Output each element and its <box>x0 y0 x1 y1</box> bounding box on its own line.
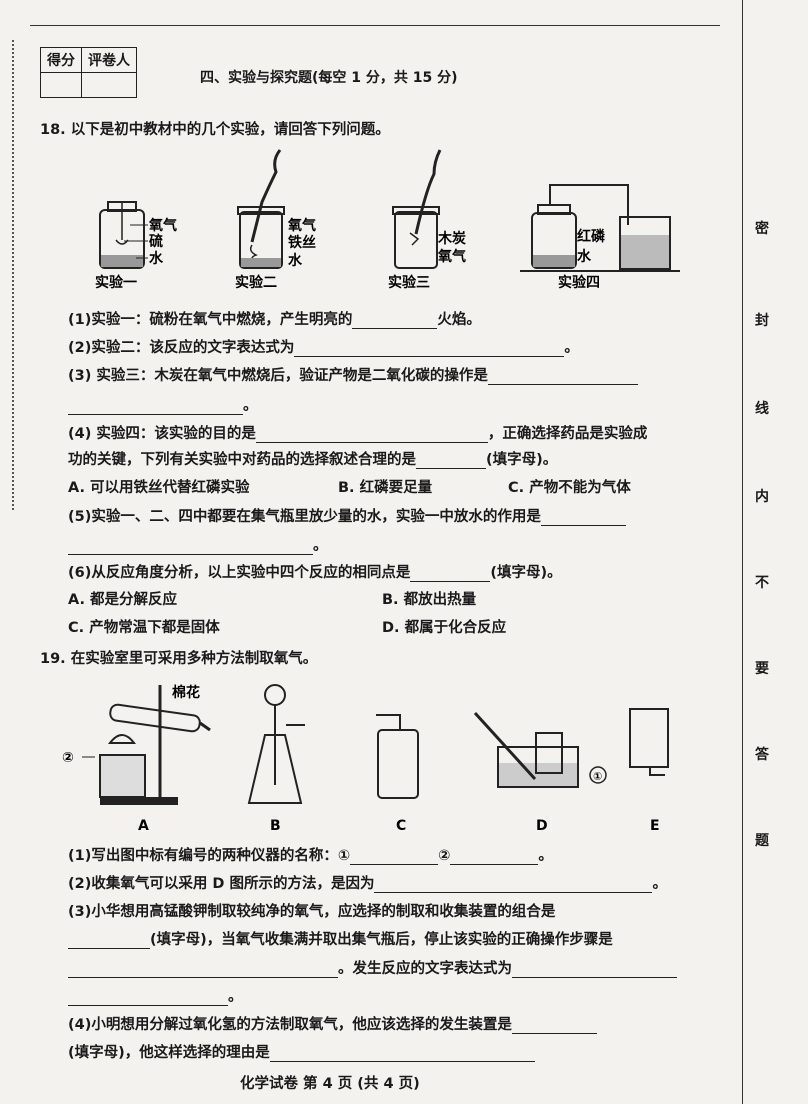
score-header: 得分 <box>40 47 82 73</box>
exp4-label-water: 水 <box>577 248 592 265</box>
seal-char-8: 题 <box>755 833 769 849</box>
q19-blank-4b[interactable] <box>269 1047 535 1062</box>
q19-blank-3b[interactable] <box>68 963 338 978</box>
q18-option-c: C. 产物不能为气体 <box>508 480 631 496</box>
exp1-label-water: 水 <box>149 250 164 267</box>
q19-p3-cont2: 。发生反应的文字表达式为 <box>68 957 677 978</box>
q19-blank-3d[interactable] <box>68 991 228 1006</box>
q18-figures: 氧气 硫 水 实验一 氧气 铁丝 水 实验二 木炭 氧气 实验三 <box>95 149 680 291</box>
grader-header: 评卷人 <box>81 47 137 73</box>
experiment-3-figure: 木炭 氧气 实验三 <box>388 149 466 291</box>
q18-blank-4a[interactable] <box>255 428 488 443</box>
seal-char-7: 答 <box>755 747 769 763</box>
q18-blank-2[interactable] <box>294 342 565 357</box>
mark-2: ② <box>62 750 74 766</box>
q18-stem: 18. 以下是初中教材中的几个实验，请回答下列问题。 <box>40 122 390 138</box>
q18-blank-1[interactable] <box>352 314 438 329</box>
section-title: 四、实验与探究题(每空 1 分，共 15 分) <box>200 70 458 86</box>
cotton-label: 棉花 <box>172 684 200 701</box>
caption-c: C <box>396 818 406 834</box>
q19-p3-cont1: (填字母)，当氧气收集满并取出集气瓶后，停止该实验的正确操作步骤是 <box>68 928 613 949</box>
mark-1: ① <box>593 770 602 783</box>
apparatus-d: ① D <box>473 711 607 834</box>
seal-column-rule <box>742 0 744 1104</box>
q19-p4: (4)小明想用分解过氧化氢的方法制取氧气，他应该选择的发生装置是 <box>68 1013 597 1034</box>
q18-p2: (2)实验二：该反应的文字表达式为。 <box>68 340 579 357</box>
q18-p4: (4) 实验四：该实验的目的是，正确选择药品是实验成 <box>68 426 648 443</box>
top-rule <box>30 25 720 26</box>
q19-blank-4a[interactable] <box>511 1019 597 1034</box>
caption-a: A <box>138 818 149 834</box>
binding-dotted-line <box>12 40 14 510</box>
score-cell[interactable] <box>40 72 82 98</box>
seal-char-4: 内 <box>755 489 769 505</box>
q19-blank-1a[interactable] <box>350 850 439 865</box>
caption-e: E <box>650 818 660 834</box>
seal-char-6: 要 <box>755 661 769 677</box>
experiment-4-figure: 红磷 水 实验四 <box>520 184 680 291</box>
q19-p2: (2)收集氧气可以采用 D 图所示的方法，是因为。 <box>68 876 667 893</box>
seal-char-2: 封 <box>755 313 769 329</box>
q19-blank-3a[interactable] <box>68 934 150 949</box>
exp1-caption: 实验一 <box>95 274 137 291</box>
q18-6-option-d: D. 都属于化合反应 <box>382 620 507 636</box>
exp4-label-phosphorus: 红磷 <box>577 228 606 245</box>
exp3-label-carbon: 木炭 <box>437 230 466 247</box>
exp2-caption: 实验二 <box>235 274 277 291</box>
q18-p5-cont: 。 <box>68 534 328 555</box>
q18-p6: (6)从反应角度分析，以上实验中四个反应的相同点是(填字母)。 <box>68 565 562 582</box>
experiment-1-figure: 氧气 硫 水 实验一 <box>95 201 177 291</box>
page-footer: 化学试卷 第 4 页 (共 4 页) <box>240 1076 420 1092</box>
q19-stem: 19. 在实验室里可采用多种方法制取氧气。 <box>40 651 318 667</box>
q19-p3: (3)小华想用高锰酸钾制取较纯净的氧气，应选择的制取和收集装置的组合是 <box>68 904 556 920</box>
exp4-caption: 实验四 <box>558 274 600 291</box>
score-table: 得分评卷人 <box>40 47 137 98</box>
q18-p1: (1)实验一：硫粉在氧气中燃烧，产生明亮的火焰。 <box>68 312 481 329</box>
exp2-label-oxygen: 氧气 <box>287 217 316 234</box>
grader-cell[interactable] <box>81 72 137 98</box>
q19-figures: 棉花 ② A B C ① D <box>62 684 669 834</box>
caption-b: B <box>270 818 281 834</box>
q18-6-option-b: B. 都放出热量 <box>382 592 477 608</box>
q18-blank-4b[interactable] <box>416 454 486 469</box>
exp1-label-oxygen: 氧气 <box>148 217 177 234</box>
apparatus-c: C <box>376 714 419 834</box>
exp1-label-sulfur: 硫 <box>149 233 163 250</box>
q18-option-b: B. 红磷要足量 <box>338 480 433 496</box>
q18-p3-cont: 。 <box>68 394 258 415</box>
q18-blank-5a[interactable] <box>540 511 626 526</box>
q19-p4-cont: (填字母)，他这样选择的理由是 <box>68 1041 535 1062</box>
exp3-caption: 实验三 <box>388 274 430 291</box>
seal-char-1: 密 <box>755 221 769 237</box>
q18-p5: (5)实验一、二、四中都要在集气瓶里放少量的水，实验一中放水的作用是 <box>68 505 626 526</box>
apparatus-a: 棉花 ② A <box>62 684 211 834</box>
experiment-2-figure: 氧气 铁丝 水 实验二 <box>235 149 316 291</box>
q18-blank-3a[interactable] <box>487 370 638 385</box>
caption-d: D <box>536 818 548 834</box>
q18-blank-6[interactable] <box>410 567 491 582</box>
q19-p3-cont3: 。 <box>68 985 243 1006</box>
q18-p3: (3) 实验三：木炭在氧气中燃烧后，验证产物是二氧化碳的操作是 <box>68 364 638 385</box>
apparatus-b: B <box>247 684 305 834</box>
q19-blank-3c[interactable] <box>512 963 677 978</box>
q18-blank-3b[interactable] <box>68 400 243 415</box>
apparatus-e: E <box>629 708 669 834</box>
exp2-label-iron: 铁丝 <box>288 234 316 251</box>
q18-option-a: A. 可以用铁丝代替红磷实验 <box>68 480 250 496</box>
q18-6-option-c: C. 产物常温下都是固体 <box>68 620 220 636</box>
q18-6-option-a: A. 都是分解反应 <box>68 592 178 608</box>
q19-blank-1b[interactable] <box>450 850 539 865</box>
exp3-label-oxygen: 氧气 <box>437 248 466 265</box>
q18-p4-cont: 功的关键，下列有关实验中对药品的选择叙述合理的是(填字母)。 <box>68 452 558 469</box>
seal-char-3: 线 <box>755 401 769 417</box>
q18-blank-5b[interactable] <box>68 540 313 555</box>
seal-char-5: 不 <box>755 575 769 591</box>
exp2-label-water: 水 <box>288 252 303 269</box>
q19-blank-2[interactable] <box>374 878 653 893</box>
